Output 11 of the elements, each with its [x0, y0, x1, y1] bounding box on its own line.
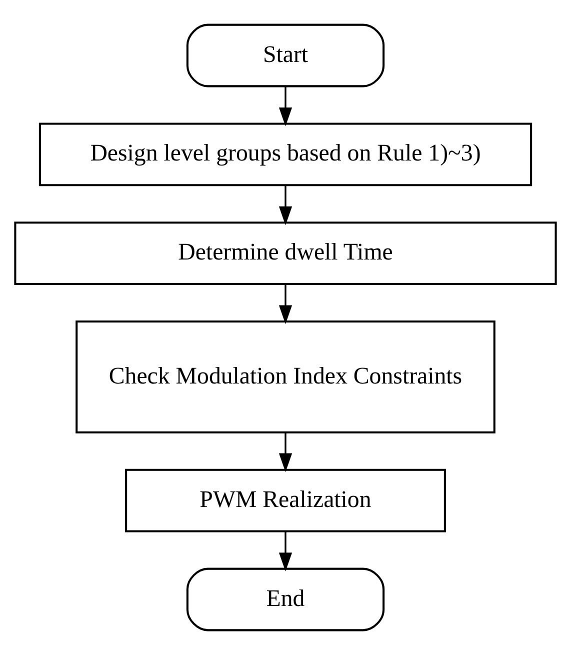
node-box: Determine dwell Time	[14, 222, 557, 286]
arrow	[278, 531, 292, 572]
arrow	[278, 185, 292, 226]
arrow	[278, 284, 292, 324]
node-box: Design level groups based on Rule 1)~3)	[38, 122, 532, 186]
node-box: Start	[186, 24, 385, 88]
arrow	[278, 86, 292, 126]
node-box: PWM Realization	[125, 468, 446, 532]
arrow	[278, 432, 292, 472]
node-box: Check Modulation Index Constraints	[76, 320, 496, 434]
node-box: End	[186, 568, 385, 632]
